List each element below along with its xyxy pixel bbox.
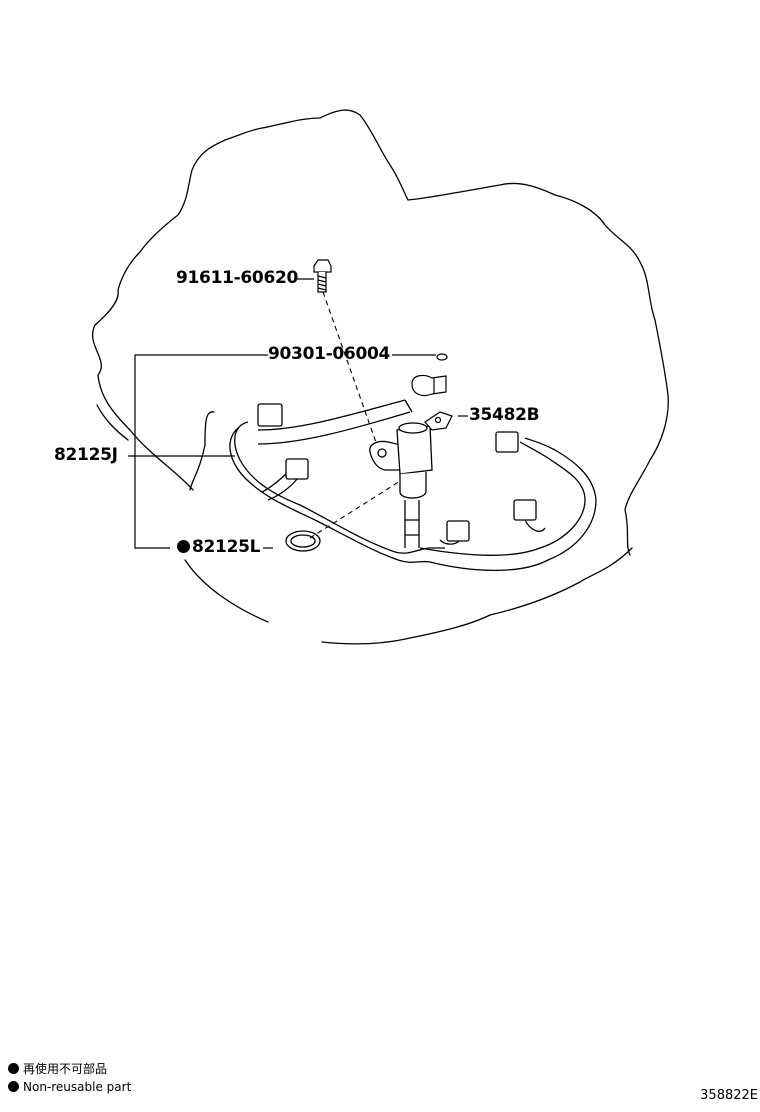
clip-small <box>436 353 448 361</box>
harness-upper <box>257 399 411 445</box>
harness-main <box>229 421 399 561</box>
connector-1 <box>257 403 283 427</box>
connector-5 <box>446 520 470 542</box>
legend-jp: 再使用不可部品 <box>8 1060 107 1077</box>
housing-lower-edge <box>321 547 633 645</box>
part-number-bolt: 91611-60620 <box>176 268 299 288</box>
bolt-head <box>313 259 332 273</box>
illustration-id: 358822E <box>700 1088 758 1103</box>
housing-inner-edge <box>189 411 215 491</box>
clip-shape <box>411 374 447 397</box>
connector-3 <box>495 431 519 453</box>
part-number-sensor: 82125L <box>177 537 260 557</box>
transmission-housing-outline <box>92 109 669 623</box>
non-reusable-dot-icon <box>177 540 190 553</box>
legend-en: Non-reusable part <box>8 1080 131 1094</box>
harness-right <box>419 437 597 572</box>
bracket-harness <box>134 354 268 549</box>
part-number-harness: 82125J <box>54 445 118 465</box>
connector-2 <box>285 458 309 480</box>
legend-jp-text: 再使用不可部品 <box>23 1062 108 1076</box>
legend-dot-icon <box>8 1081 19 1092</box>
connector-4 <box>513 499 537 521</box>
legend-dot-icon <box>8 1063 19 1074</box>
o-ring <box>285 530 321 552</box>
legend-en-text: Non-reusable part <box>23 1080 132 1094</box>
part-number-clamp: 35482B <box>469 405 540 425</box>
part-number-sensor-text: 82125L <box>192 537 261 557</box>
harness-sensor-lead <box>404 500 420 548</box>
part-number-clip: 90301-06004 <box>268 344 391 364</box>
